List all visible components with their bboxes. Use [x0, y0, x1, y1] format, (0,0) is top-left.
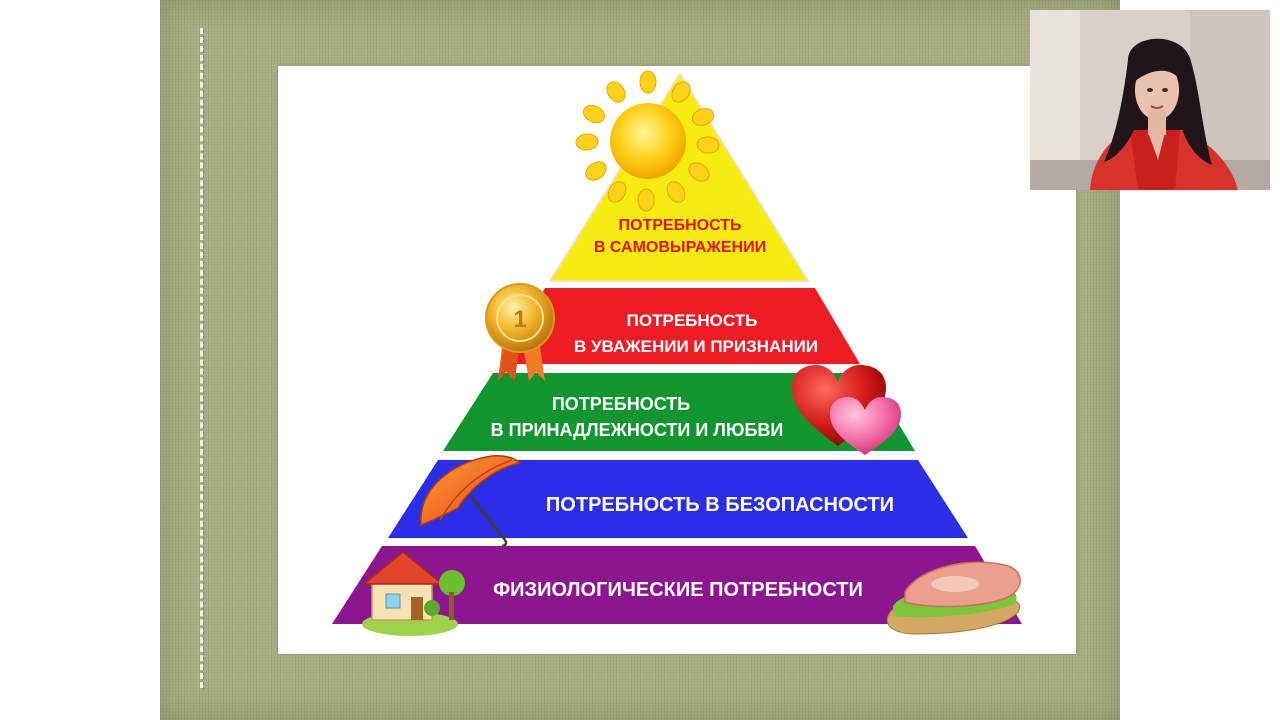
house-icon [361, 551, 465, 636]
tier-belonging-line-1: ПОТРЕБНОСТЬ [552, 394, 690, 414]
stitch-line [200, 28, 203, 688]
webcam-overlay [1030, 10, 1270, 190]
tier-self-actualization-line-1: ПОТРЕБНОСТЬ [619, 217, 742, 234]
presenter-avatar-icon [1030, 10, 1270, 190]
hearts-icon [792, 365, 901, 455]
tier-safety [388, 460, 968, 538]
tier-physiological [332, 546, 1022, 624]
sandwich-icon [886, 561, 1021, 635]
tier-esteem [500, 288, 860, 364]
tier-safety-line-1: ПОТРЕБНОСТЬ В БЕЗОПАСНОСТИ [546, 494, 894, 516]
umbrella-icon [420, 455, 522, 548]
medal-number: 1 [513, 306, 526, 333]
stitch-shadow [203, 30, 204, 690]
tier-self-actualization [548, 72, 810, 282]
tier-esteem-line-1: ПОТРЕБНОСТЬ [627, 311, 758, 330]
tier-belonging-line-2: В ПРИНАДЛЕЖНОСТИ И ЛЮБВИ [491, 420, 784, 440]
sun-icon [575, 70, 720, 212]
gold-medal-icon: 1 [485, 283, 555, 381]
tier-physiological-line-1: ФИЗИОЛОГИЧЕСКИЕ ПОТРЕБНОСТИ [493, 579, 863, 601]
tier-self-actualization-line-2: В САМОВЫРАЖЕНИИ [594, 239, 766, 256]
tier-esteem-line-2: В УВАЖЕНИИ И ПРИЗНАНИИ [574, 337, 818, 356]
